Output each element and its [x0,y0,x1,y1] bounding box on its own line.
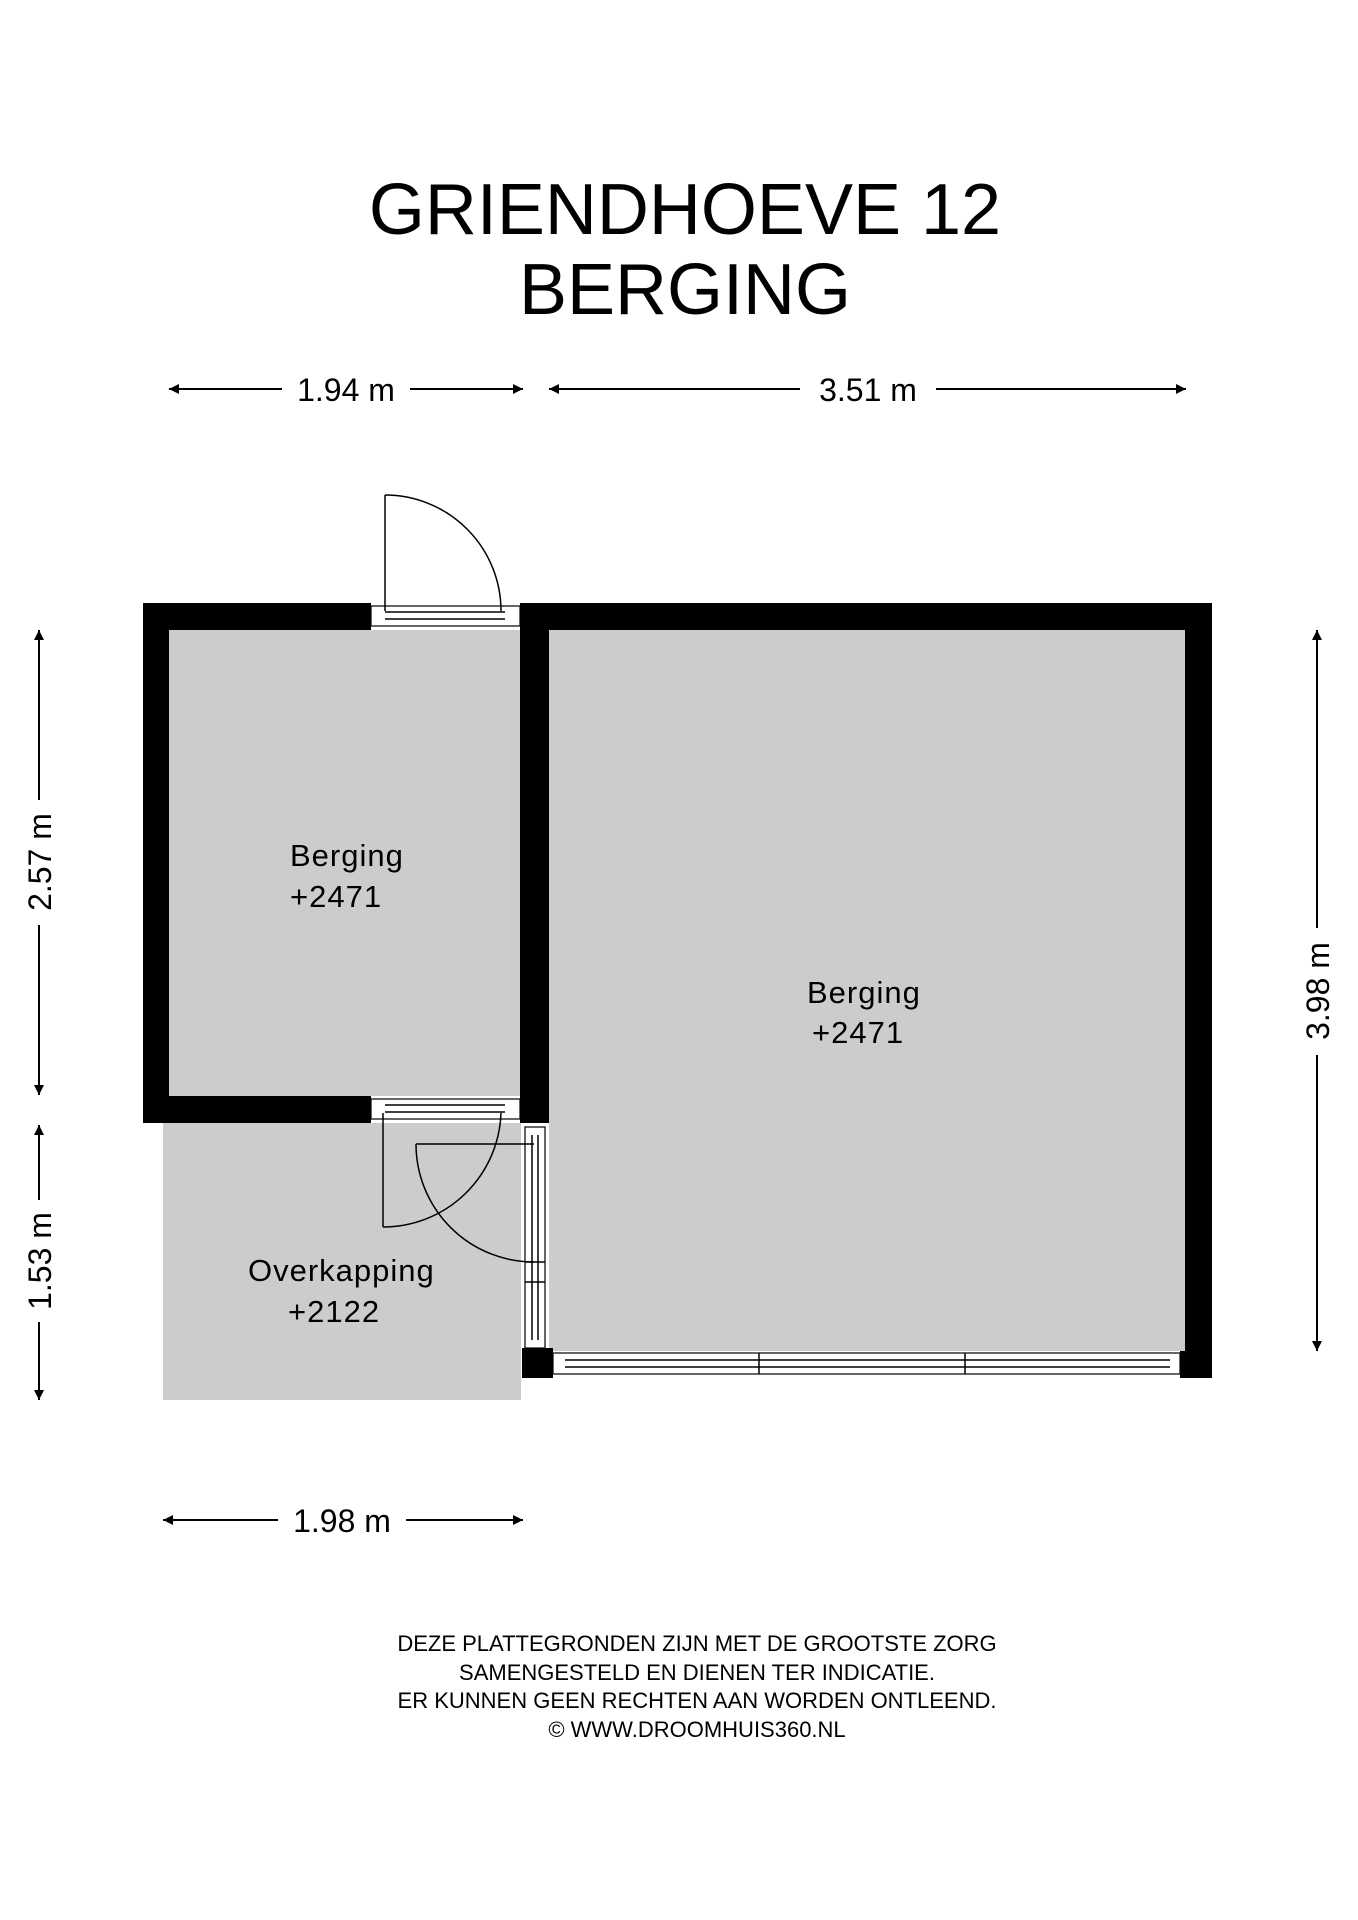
dimension-left-lower: 1.53 m [22,1125,58,1400]
bottom-window [552,1352,1181,1375]
room-level-small-berging: +2471 [290,879,382,914]
svg-text:3.98 m: 3.98 m [1300,942,1336,1040]
room-name-small-berging: Berging [290,838,404,873]
svg-text:1.53 m: 1.53 m [22,1212,58,1310]
walls [143,603,1212,1378]
copyright-link: © WWW.DROOMHUIS360.NL [548,1717,845,1742]
svg-text:DEZE PLATTEGRONDEN ZIJN MET DE: DEZE PLATTEGRONDEN ZIJN MET DE GROOTSTE … [397,1631,996,1656]
top-door-frame [370,605,521,627]
svg-text:SAMENGESTELD EN DIENEN TER IND: SAMENGESTELD EN DIENEN TER INDICATIE. [459,1660,935,1685]
plan-title-floor: BERGING [519,250,851,330]
small-berging-floor [169,630,521,1096]
dimension-right: 3.98 m [1300,630,1336,1351]
dimension-bottom: 1.98 m [163,1503,523,1539]
plan-title-address: GRIENDHOEVE 12 [369,170,1001,250]
door-swing-top [384,494,502,612]
disclaimer: DEZE PLATTEGRONDEN ZIJN MET DE GROOTSTE … [397,1631,996,1742]
svg-text:3.51 m: 3.51 m [819,372,917,408]
room-name-overkapping: Overkapping [248,1253,435,1288]
dimension-top-left: 1.94 m [169,370,523,410]
dimension-left-upper: 2.57 m [22,630,58,1095]
door-swing-side [415,1143,535,1263]
door-swing-middle [382,1112,502,1228]
dimension-top-right: 3.51 m [549,372,1186,408]
svg-text:1.98 m: 1.98 m [293,1503,391,1539]
room-level-overkapping: +2122 [288,1294,380,1329]
room-name-large-berging: Berging [807,975,921,1010]
svg-text:1.94 m: 1.94 m [297,372,395,408]
svg-text:ER KUNNEN GEEN RECHTEN AAN WOR: ER KUNNEN GEEN RECHTEN AAN WORDEN ONTLEE… [398,1688,997,1713]
large-berging-floor [549,630,1185,1351]
middle-door-frame [370,1098,521,1120]
side-window [524,1126,546,1349]
room-level-large-berging: +2471 [812,1015,904,1050]
overkapping-floor [163,1123,521,1400]
svg-text:2.57 m: 2.57 m [22,813,58,911]
